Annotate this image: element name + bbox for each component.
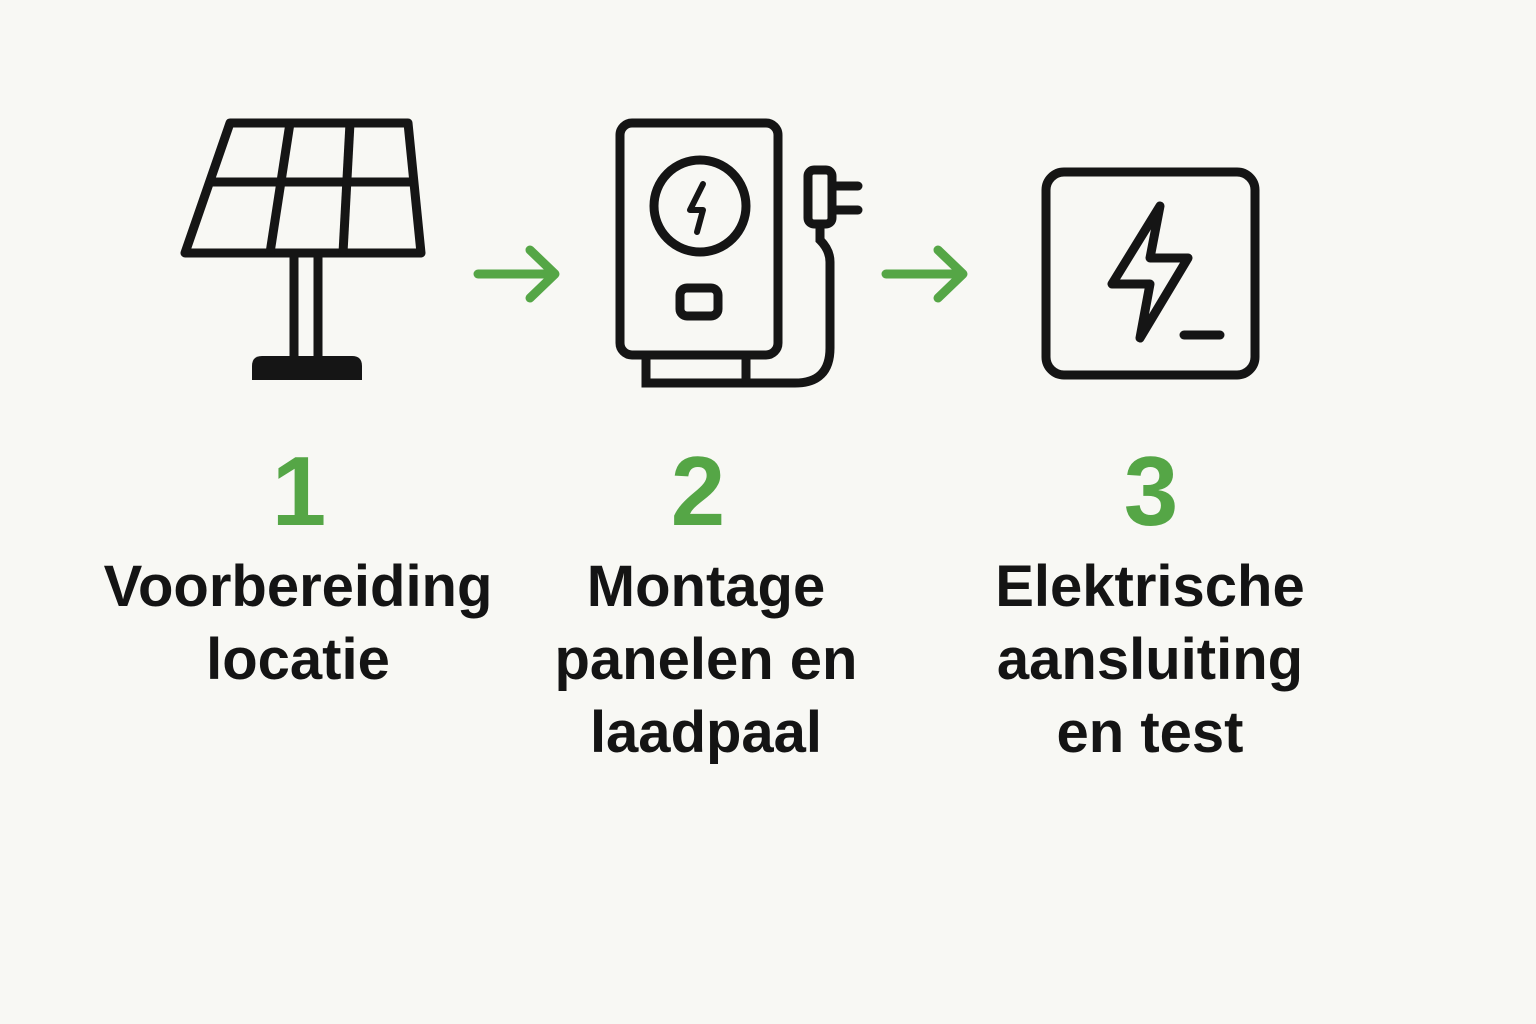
charging-station-icon (612, 116, 870, 396)
step-label-line: panelen en (554, 627, 858, 692)
step-label-3: Elektrische aansluiting en test (940, 550, 1360, 769)
step-number-2: 2 (670, 436, 726, 546)
step-number-3: 3 (1123, 436, 1179, 546)
step-label-line: aansluiting (996, 627, 1304, 692)
step-label-2: Montage panelen en laadpaal (496, 550, 916, 769)
step-label-line: en test (1056, 700, 1244, 765)
electrical-box-icon (1038, 164, 1264, 384)
step-number-1: 1 (271, 436, 327, 546)
step-label-line: Montage (586, 554, 826, 619)
solar-panel-icon (176, 116, 432, 386)
step-label-line: Voorbereiding (103, 554, 493, 619)
step-label-line: Elektrische (995, 554, 1305, 619)
arrow-right-icon (472, 240, 564, 313)
step-label-1: Voorbereiding locatie (88, 550, 508, 696)
step-label-line: locatie (206, 627, 390, 692)
step-label-line: laadpaal (589, 700, 823, 765)
arrow-right-icon (880, 240, 972, 313)
